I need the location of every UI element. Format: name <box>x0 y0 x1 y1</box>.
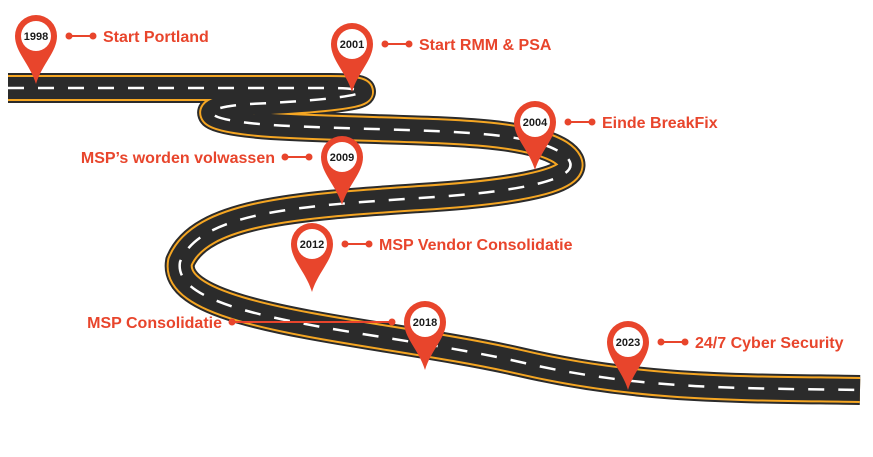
milestone: 1998 Start Portland <box>15 15 209 84</box>
milestone-year: 2023 <box>616 337 640 349</box>
connector-dot <box>65 32 73 40</box>
pin-inner-circle <box>21 21 51 51</box>
connector-dot <box>388 318 396 326</box>
milestone-year: 1998 <box>24 31 48 43</box>
milestone: 2001 Start RMM & PSA <box>331 23 552 92</box>
milestone-label: 24/7 Cyber Security <box>695 335 844 352</box>
pin-inner-circle <box>327 142 357 172</box>
connector-dot <box>281 153 289 161</box>
connector-dot <box>564 118 572 126</box>
milestone: 2012 MSP Vendor Consolidatie <box>291 223 573 292</box>
pin-inner-circle <box>613 327 643 357</box>
connector-dot <box>341 240 349 248</box>
milestone-year: 2018 <box>413 317 437 329</box>
milestone-year: 2001 <box>340 39 364 51</box>
milestone-label: Start Portland <box>103 29 209 46</box>
milestone-year: 2009 <box>330 152 354 164</box>
connector-dot <box>588 118 596 126</box>
connector-dot <box>305 153 313 161</box>
milestone: 2018 MSP Consolidatie <box>87 301 446 370</box>
milestone: 2004 Einde BreakFix <box>514 101 718 170</box>
road-center-dashes <box>8 86 861 392</box>
milestone: 2023 24/7 Cyber Security <box>607 321 844 390</box>
pin-inner-circle <box>297 229 327 259</box>
pin-inner-circle <box>410 307 440 337</box>
connector-dot <box>228 318 236 326</box>
connector-dot <box>381 40 389 48</box>
milestone: 2009 MSP’s worden volwassen <box>81 136 363 205</box>
pin-inner-circle <box>337 29 367 59</box>
milestone-year: 2004 <box>523 117 548 129</box>
road <box>8 73 861 405</box>
milestone-year: 2012 <box>300 239 324 251</box>
milestone-label: MSP’s worden volwassen <box>81 150 275 167</box>
pin-inner-circle <box>520 107 550 137</box>
milestone-label: MSP Vendor Consolidatie <box>379 237 573 254</box>
connector-dot <box>89 32 97 40</box>
milestone-label: Start RMM & PSA <box>419 37 552 54</box>
milestone-label: Einde BreakFix <box>602 115 718 132</box>
milestone-label: MSP Consolidatie <box>87 315 222 332</box>
connector-dot <box>365 240 373 248</box>
connector-dot <box>681 338 689 346</box>
connector-dot <box>405 40 413 48</box>
connector-dot <box>657 338 665 346</box>
